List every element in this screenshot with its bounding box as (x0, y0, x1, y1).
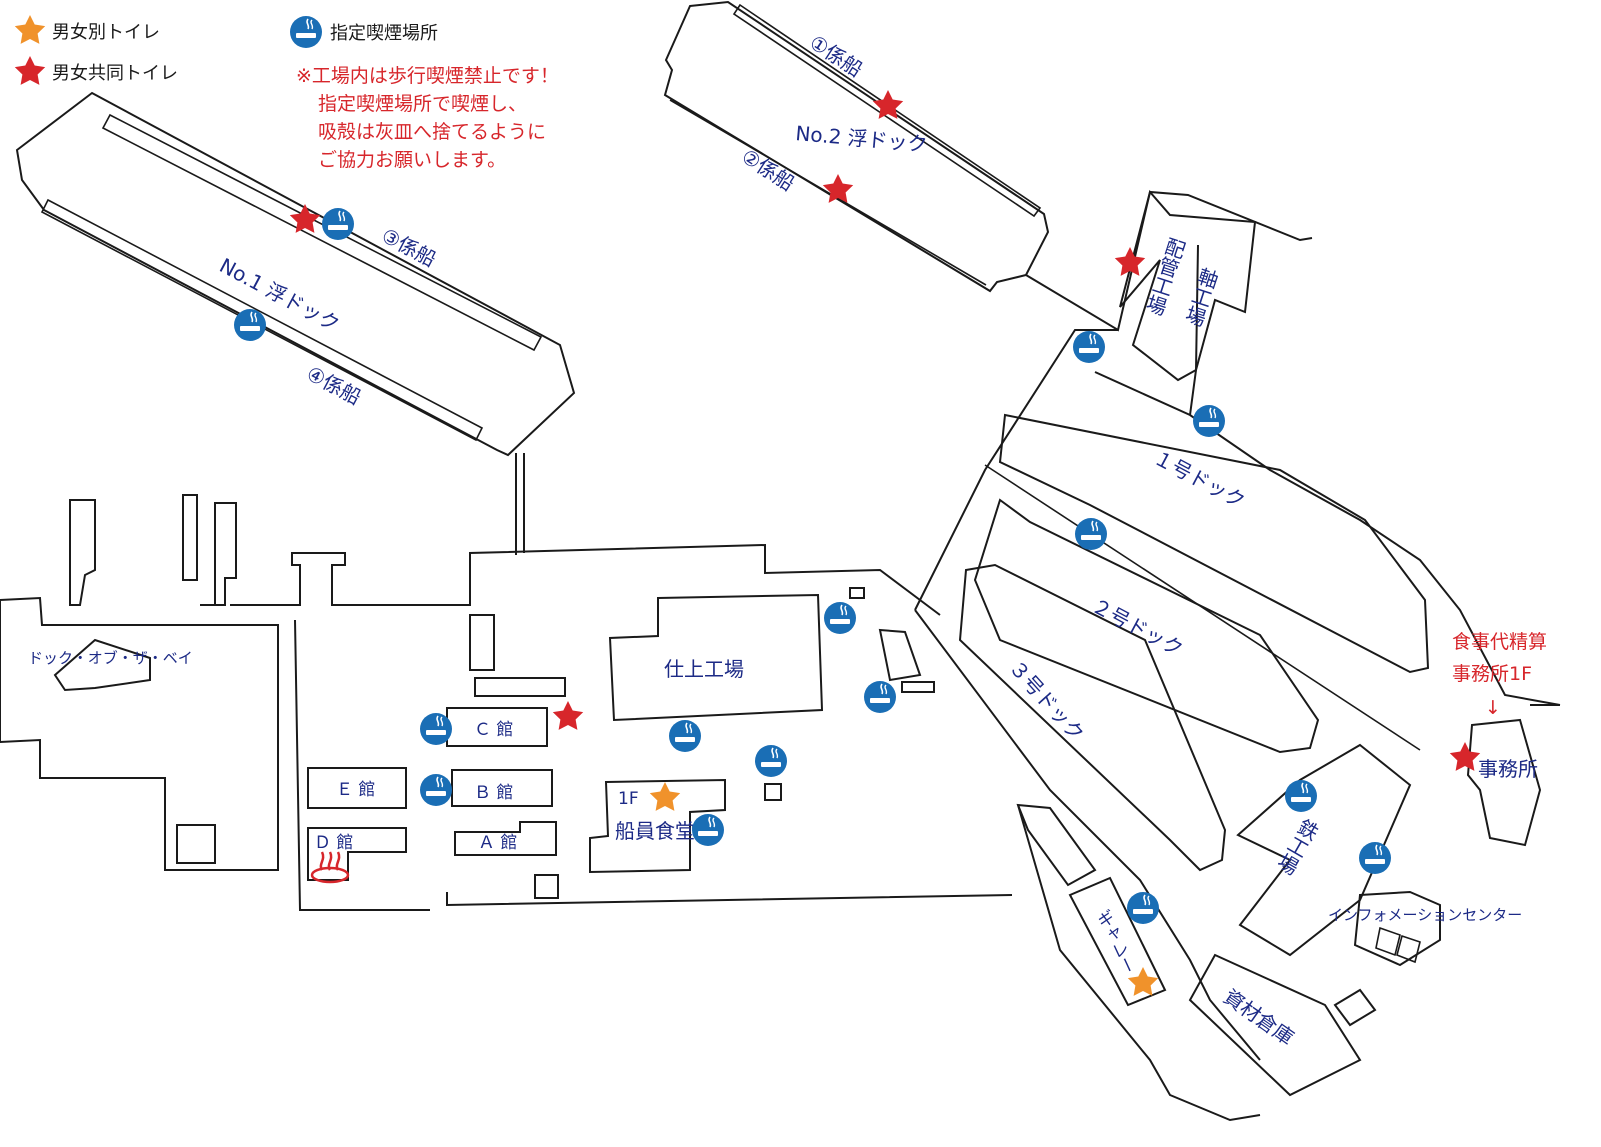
dock-area (914, 189, 1561, 1122)
legend-shared-toilet: 男女共同トイレ (52, 63, 178, 84)
orange-star-icon (649, 782, 681, 811)
red-star-icon (289, 204, 321, 233)
notice-line-2: 指定喫煙場所で喫煙し、 (318, 93, 527, 115)
label-bldg-b: Ｂ 館 (474, 783, 513, 803)
cigarette-icon (1284, 779, 1318, 813)
label-dock2: ２号ドック (1088, 593, 1188, 661)
label-office: 事務所 (1478, 757, 1538, 781)
cigarette-icon (863, 680, 897, 714)
label-no2-dock: No.2 浮ドック (795, 121, 929, 156)
label-bldg-a: Ａ 館 (478, 833, 517, 853)
cigarette-icon (1074, 517, 1108, 551)
cigarette-icon (754, 744, 788, 778)
label-dock1: １号ドック (1150, 445, 1250, 513)
red-star-icon (1449, 742, 1481, 771)
cigarette-icon (233, 308, 267, 342)
label-steel-shop: 鉄工場 (1272, 814, 1323, 878)
label-dock3: ３号ドック (1004, 655, 1089, 745)
label-mooring4: ④係船 (303, 361, 365, 409)
cigarette-icon (1072, 330, 1106, 364)
label-meal-payment-2: 事務所1F (1452, 663, 1532, 685)
label-bldg-d: Ｄ 館 (314, 833, 353, 853)
label-arrow: ↓ (1485, 697, 1501, 719)
label-finishing-shop: 仕上工場 (664, 657, 744, 681)
no2-floating-dock (663, 0, 1050, 293)
map-labels: No.1 浮ドック ③係船 ④係船 ①係船 No.2 浮ドック ②係船 配管工場… (28, 30, 1547, 1050)
cigarette-icon (419, 712, 453, 746)
label-1f: 1F (618, 789, 639, 809)
legend: 男女別トイレ 男女共同トイレ 指定喫煙場所 ※工場内は歩行喫煙禁止です！ 指定喫… (14, 15, 559, 171)
orange-star-icon (14, 15, 46, 44)
red-star-icon (14, 56, 46, 85)
no1-floating-dock (15, 91, 576, 457)
cigarette-icon (1358, 841, 1392, 875)
cigarette-icon (419, 773, 453, 807)
label-meal-payment-1: 食事代精算 (1452, 631, 1547, 653)
cigarette-icon (1192, 404, 1226, 438)
label-crew-cafeteria: 船員食堂 (615, 819, 695, 843)
hot-spring-icon (310, 851, 350, 884)
notice-line-1: ※工場内は歩行喫煙禁止です！ (296, 65, 559, 87)
cigarette-icon (1126, 891, 1160, 925)
cigarette-icon (823, 601, 857, 635)
legend-separate-toilet: 男女別トイレ (52, 22, 160, 43)
cigarette-icon (321, 207, 355, 241)
red-star-icon (552, 701, 584, 730)
label-shaft-shop: 軸工場 (1180, 264, 1221, 329)
label-bldg-e: Ｅ 館 (336, 780, 375, 800)
notice-line-4: ご協力お願いします。 (318, 149, 506, 171)
label-info-center: インフォメーションセンター (1328, 906, 1522, 924)
cigarette-icon (691, 813, 725, 847)
legend-smoking-area: 指定喫煙場所 (330, 23, 438, 44)
cigarette-icon (289, 15, 323, 49)
cigarette-icon (668, 719, 702, 753)
label-mooring2: ②係船 (737, 144, 799, 196)
notice-line-3: 吸殻は灰皿へ捨てるように (318, 121, 546, 143)
red-star-icon (872, 90, 904, 119)
no1-dock-bridge (515, 453, 525, 555)
label-dock-of-the-bay: ドック・オブ・ザ・ベイ (28, 649, 193, 667)
label-pipe-shop: 配管工場 (1141, 234, 1189, 318)
smoking-areas (233, 207, 1392, 925)
label-bldg-c: Ｃ 館 (474, 720, 513, 740)
